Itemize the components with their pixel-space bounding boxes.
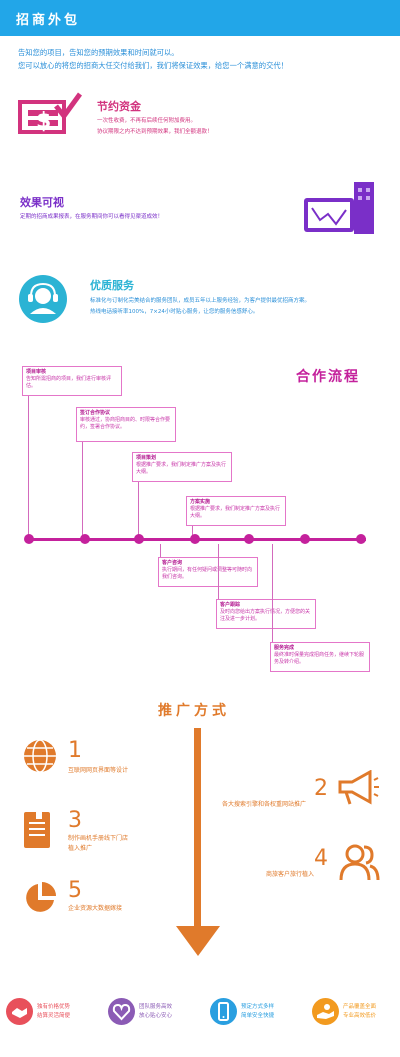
timeline-dot [356, 534, 366, 544]
process-step-3-title: 项目策划 [136, 455, 157, 461]
promotion-text-1: 互联网网页界面等设计 [68, 767, 129, 774]
timeline-dot [190, 534, 200, 544]
footer-item-team: 团队服务高效 放心贴心安心 [108, 998, 202, 1038]
megaphone-icon [336, 769, 380, 806]
footer-item-price: 独有价格优势 结算灵活简便 [6, 998, 100, 1038]
connector [218, 544, 219, 600]
footer-text-price-1: 独有价格优势 [37, 1004, 71, 1010]
hand-coin-icon [312, 998, 339, 1025]
footer-text-booking-1: 预定方式多样 [241, 1004, 275, 1010]
headset-icon [18, 274, 68, 324]
svg-text:$: $ [36, 109, 51, 134]
handshake-icon [6, 998, 33, 1025]
footer-text-products-1: 产品覆盖全面 [343, 1004, 377, 1010]
heart-icon [108, 998, 135, 1025]
connector [160, 544, 161, 558]
connector [82, 442, 83, 536]
process-step-3-desc: 根据推广要求，我们制定推广方案及执行大纲。 [136, 462, 227, 475]
footer-text-products: 产品覆盖全面 专业高效低价 [343, 1003, 376, 1021]
process-step-5-title: 客户咨询 [162, 560, 183, 566]
process-step-2-title: 签订合作协议 [80, 410, 111, 416]
money-icon: $ [16, 92, 83, 140]
footer-text-booking: 预定方式多样 简单安全快捷 [241, 1003, 274, 1021]
feature-desc-save-1: 一次性收费，不再有后续任何附加费用。 [97, 118, 197, 124]
page-title: 招商外包 [16, 13, 81, 28]
timeline-dot [244, 534, 254, 544]
pie-chart-icon [22, 880, 58, 916]
chart-monitor-icon [302, 180, 378, 236]
promotion-text-4: 商旅客户旅行植入 [266, 871, 315, 878]
footer-text-price-2: 结算灵活简便 [37, 1013, 71, 1019]
footer-item-booking: 预定方式多样 简单安全快捷 [210, 998, 304, 1038]
process-step-5-desc: 执行期间，有任何疑问或调整等可随时向我们咨询。 [162, 567, 253, 580]
promotion-number-5: 5 [68, 878, 82, 903]
connector [28, 396, 29, 536]
promotion-number-1: 1 [68, 738, 82, 763]
footer-item-products: 产品覆盖全面 专业高效低价 [312, 998, 400, 1038]
promotion-text-3: 制作画机手册线下门店 植入推广 [68, 834, 128, 854]
footer-text-team-1: 团队服务高效 [139, 1004, 173, 1010]
process-step-6-title: 客户跟踪 [220, 602, 241, 608]
footer-text-products-2: 专业高效低价 [343, 1013, 377, 1019]
footer-text-team-2: 放心贴心安心 [139, 1013, 173, 1019]
process-step-2-desc: 审核通过，协商招商目的、时限等合作要约，签署合作协议。 [80, 417, 171, 430]
feature-desc-visible: 定期的招商成果报表，在服务期间你可以看得见渠道成效！ [20, 214, 164, 220]
process-step-7-title: 服务完成 [274, 645, 295, 651]
process-step-4-title: 方案实施 [190, 499, 211, 505]
process-step-7-desc: 最终准时保量完成招商任务，继续下轮服务及转介绍。 [274, 652, 365, 665]
timeline-dot [80, 534, 90, 544]
process-step-1: 项目审核 告知所需招商的项目，我们进行审核评估。 [22, 366, 122, 396]
globe-icon [22, 738, 58, 774]
process-step-3: 项目策划 根据推广要求，我们制定推广方案及执行大纲。 [132, 452, 232, 482]
process-step-4-desc: 根据推广要求，我们制定推广方案及执行大纲。 [190, 506, 281, 519]
promotion-number-2: 2 [314, 776, 328, 801]
footer-bar: 独有价格优势 结算灵活简便 团队服务高效 放心贴心安心 预定方式多样 简单安全快… [0, 988, 400, 1057]
process-step-6: 客户跟踪 及时向您给出方案执行情况，方便您的关注及进一步计划。 [216, 599, 316, 629]
promotion-text-2: 各大搜索引擎和各权重网站推广 [222, 801, 307, 808]
arrow-head [176, 926, 220, 956]
users-icon [338, 842, 380, 882]
feature-title-save: 节约资金 [97, 100, 141, 113]
process-step-4: 方案实施 根据推广要求，我们制定推广方案及执行大纲。 [186, 496, 286, 526]
feature-title-visible: 效果可视 [20, 196, 64, 209]
footer-text-booking-2: 简单安全快捷 [241, 1013, 275, 1019]
process-step-5: 客户咨询 执行期间，有任何疑问或调整等可随时向我们咨询。 [158, 557, 258, 587]
promotion-text-5: 企业资源大数据嫁接 [68, 905, 123, 912]
phone-icon [210, 998, 237, 1025]
timeline-dot [134, 534, 144, 544]
timeline-dot [300, 534, 310, 544]
footer-text-price: 独有价格优势 结算灵活简便 [37, 1003, 70, 1021]
brochure-icon [22, 810, 54, 850]
process-step-7: 服务完成 最终准时保量完成招商任务，继续下轮服务及转介绍。 [270, 642, 370, 672]
footer-text-team: 团队服务高效 放心贴心安心 [139, 1003, 172, 1021]
page-header: 招商外包 [0, 0, 400, 36]
feature-desc-quality-1: 标准化与订制化完美结合的服务团队，成员五年以上服务经验，为客户提供最优招商方案。 [90, 298, 311, 304]
connector [272, 544, 273, 643]
promotion-number-4: 4 [314, 846, 328, 871]
process-step-1-desc: 告知所需招商的项目，我们进行审核评估。 [26, 376, 112, 389]
intro-line-1: 告知您的项目，告知您的预期效果和时间就可以。 [18, 48, 179, 57]
process-step-1-title: 项目审核 [26, 369, 47, 375]
cooperation-title: 合作流程 [296, 369, 360, 385]
promotion-number-3: 3 [68, 808, 82, 833]
process-step-6-desc: 及时向您给出方案执行情况，方便您的关注及进一步计划。 [220, 609, 311, 622]
feature-desc-save-2: 协议期限之内不达到预期效果，我们全额退款！ [97, 129, 213, 135]
feature-desc-quality-2: 热线电话接听率100%，7×24小时贴心服务，让您的服务信感舒心。 [90, 309, 259, 315]
promotion-text-3-line-1: 制作画机手册线下门店 [68, 835, 129, 842]
promotion-text-3-line-2: 植入推广 [68, 845, 93, 852]
process-step-2: 签订合作协议 审核通过，协商招商目的、时限等合作要约，签署合作协议。 [76, 407, 176, 442]
connector [138, 482, 139, 536]
connector [192, 526, 193, 536]
feature-desc-quality: 标准化与订制化完美结合的服务团队，成员五年以上服务经验，为客户提供最优招商方案。… [90, 296, 390, 318]
feature-desc-save: 一次性收费，不再有后续任何附加费用。 协议期限之内不达到预期效果，我们全额退款！ [97, 116, 213, 138]
arrow-down-icon [194, 728, 201, 934]
timeline-dot [24, 534, 34, 544]
promotion-title: 推广方式 [158, 703, 230, 719]
intro-line-2: 您可以放心的将您的招商大任交付给我们，我们将保证效果，给您一个满意的交代！ [18, 61, 288, 70]
intro-text: 告知您的项目，告知您的预期效果和时间就可以。 您可以放心的将您的招商大任交付给我… [18, 46, 388, 72]
feature-title-quality: 优质服务 [90, 279, 134, 292]
